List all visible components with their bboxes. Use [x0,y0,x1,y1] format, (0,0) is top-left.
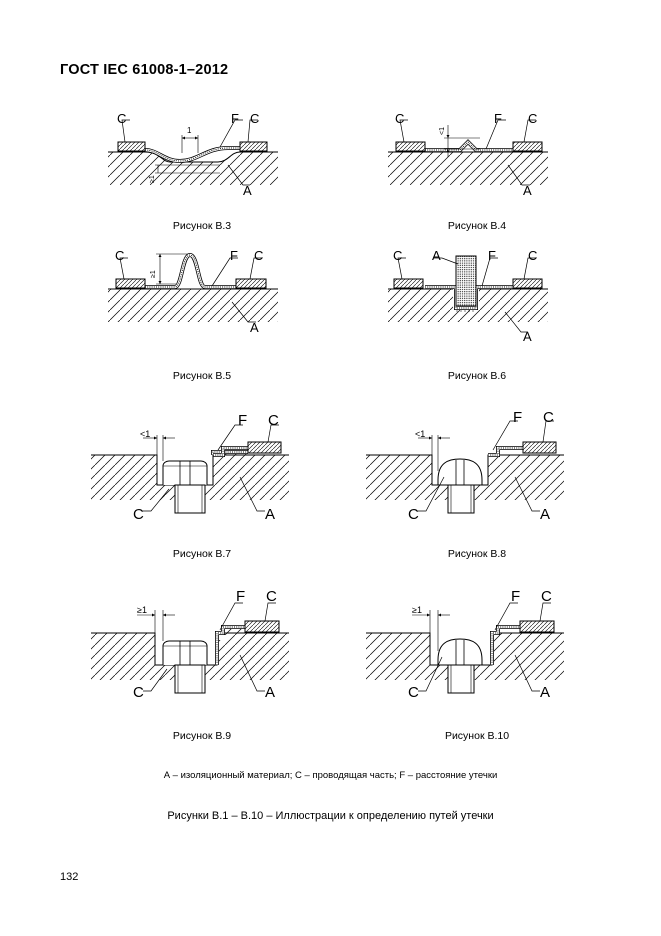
figure-b8: <1 F C C A [366,409,564,523]
conductor-left [393,278,424,289]
dim-lt1: <1 [140,429,150,439]
figure-b3: C C F A 1 ≥1 [108,111,278,198]
label-c-top: C [268,412,279,429]
screw-head-hex [162,460,208,485]
caption-b10: Рисунок В.10 [444,730,510,742]
label-c-right: C [254,248,263,263]
label-c-screw: C [408,506,419,523]
label-f: F [513,409,522,426]
figure-b5: C C F A ≥1 [108,248,278,335]
label-c-top: C [541,588,552,605]
figure-legend: А – изоляционный материал; С – проводяща… [163,770,498,781]
label-f: F [511,588,520,605]
figure-b7: <1 F C C A [91,412,289,523]
screw-head-hex [162,640,208,665]
label-c-top: C [543,409,554,426]
caption-b9: Рисунок В.9 [172,730,232,742]
label-f: F [231,111,239,126]
dim-ge1: ≥1 [412,605,422,615]
caption-b8: Рисунок В.8 [447,548,507,560]
caption-b3: Рисунок В.3 [172,220,232,232]
label-a: A [265,506,275,523]
label-c-right: C [250,111,259,126]
screw-shank [174,484,206,514]
conductor-left [115,278,146,289]
dim-lt1: <1 [439,127,446,135]
label-c-screw: C [133,506,144,523]
conductor-left [395,141,426,152]
label-c-screw: C [133,684,144,701]
label-f: F [238,412,247,429]
conductor-right [235,278,267,289]
label-c-top: C [266,588,277,605]
label-a: A [250,320,259,335]
figure-b10: ≥1 F C C A [366,588,564,701]
caption-b4: Рисунок В.4 [447,220,507,232]
conductor-right [512,141,543,152]
screw-shank [447,484,475,514]
dim-ge1: ≥1 [149,175,156,183]
figure-title: Рисунки В.1 – В.10 – Иллюстрации к опред… [167,810,494,822]
screw-head-round [437,458,483,486]
conductor-right [239,141,268,152]
label-c-left: C [115,248,124,263]
screw-shank [174,664,206,694]
conductor-left [117,141,146,152]
figure-b6: C A F C A [388,248,548,344]
label-a: A [540,506,550,523]
dim-1: 1 [187,126,192,135]
label-a-barrier: A [432,248,441,263]
caption-b5: Рисунок В.5 [172,370,232,382]
label-c-screw: C [408,684,419,701]
label-c-left: C [117,111,126,126]
caption-b7: Рисунок В.7 [172,548,232,560]
conductor-top [247,441,282,454]
label-a: A [540,684,550,701]
insulation-barrier [455,255,477,307]
conductor-top [519,620,555,633]
label-a: A [265,684,275,701]
screw-shank [447,664,475,694]
caption-b6: Рисунок В.6 [447,370,507,382]
label-f: F [236,588,245,605]
page-number: 132 [60,871,79,883]
label-c-right: C [528,248,537,263]
label-f: F [488,248,496,263]
label-a: A [523,329,532,344]
label-c-left: C [395,111,404,126]
label-a: A [243,183,252,198]
dim-lt1: <1 [415,429,425,439]
label-f: F [230,248,238,263]
conductor-top [522,441,557,454]
label-a: A [523,183,532,198]
conductor-right [512,278,543,289]
label-c-right: C [528,111,537,126]
label-c-left: C [393,248,402,263]
screw-head-round [437,638,483,666]
document-header: ГОСТ IEC 61008-1–2012 [60,62,229,78]
figure-b9: ≥1 F C C A [91,588,289,701]
label-f: F [494,111,502,126]
figure-b4: C C F A <1 [388,111,548,198]
conductor-top [244,620,280,633]
dim-ge1: ≥1 [137,605,147,615]
dim-ge1: ≥1 [150,270,157,278]
